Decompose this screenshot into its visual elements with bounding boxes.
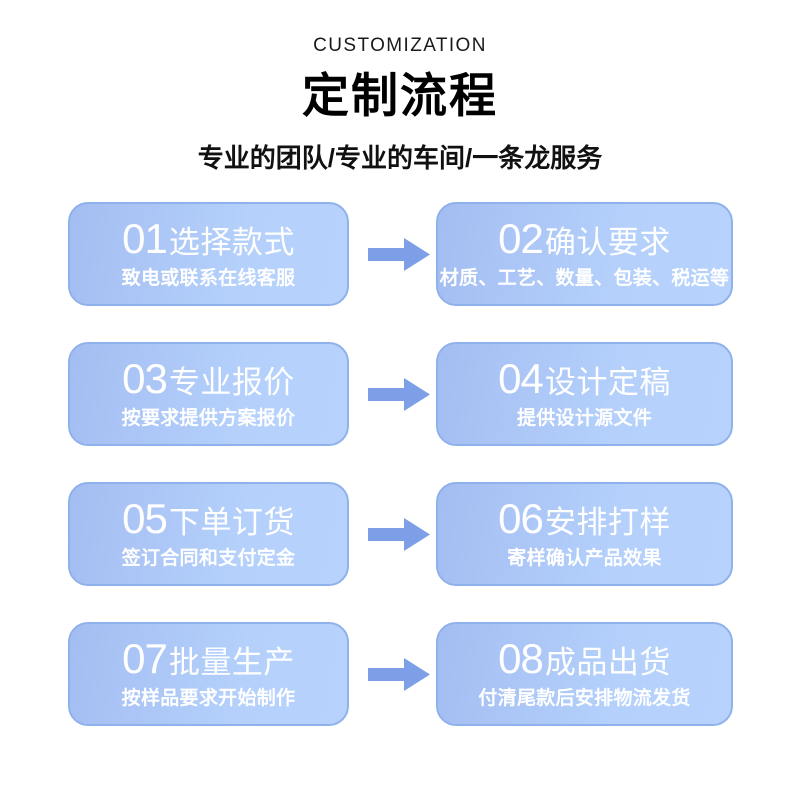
step-subtitle: 致电或联系在线客服	[121, 268, 296, 289]
arrow-right-icon	[368, 518, 430, 551]
step-title: 选择款式	[168, 225, 295, 260]
step-title: 设计定稿	[544, 365, 671, 400]
step-title: 批量生产	[168, 645, 295, 680]
step-row: 07 批量生产 按样品要求开始制作 08 成品出货 付清尾款后安排物流发货	[0, 622, 800, 726]
step-subtitle: 材质、工艺、数量、包装、税运等	[439, 268, 730, 289]
step-card-07[interactable]: 07 批量生产 按样品要求开始制作	[68, 622, 349, 726]
step-card-heading: 03 专业报价	[122, 358, 295, 400]
step-row: 05 下单订货 签订合同和支付定金 06 安排打样 寄样确认产品效果	[0, 482, 800, 586]
process-steps-grid: 01 选择款式 致电或联系在线客服 02 确认要求 材质、工艺、数量、包装、税运…	[0, 202, 800, 726]
step-card-05[interactable]: 05 下单订货 签订合同和支付定金	[68, 482, 349, 586]
step-card-heading: 02 确认要求	[498, 218, 671, 260]
step-subtitle: 提供设计源文件	[516, 408, 653, 429]
step-subtitle: 签订合同和支付定金	[121, 548, 296, 569]
step-subtitle: 寄样确认产品效果	[507, 548, 662, 569]
step-card-heading: 04 设计定稿	[498, 358, 671, 400]
step-title: 下单订货	[168, 505, 295, 540]
step-number: 06	[498, 495, 544, 542]
step-title: 成品出货	[544, 645, 671, 680]
step-card-03[interactable]: 03 专业报价 按要求提供方案报价	[68, 342, 349, 446]
step-row: 01 选择款式 致电或联系在线客服 02 确认要求 材质、工艺、数量、包装、税运…	[0, 202, 800, 306]
step-card-heading: 06 安排打样	[498, 498, 671, 540]
arrow-right-icon	[368, 378, 430, 411]
step-subtitle: 按样品要求开始制作	[121, 688, 296, 709]
arrow-right-icon	[368, 658, 430, 691]
step-number: 04	[498, 355, 544, 402]
step-card-heading: 07 批量生产	[122, 638, 295, 680]
page-title: 定制流程	[302, 68, 498, 122]
step-card-heading: 05 下单订货	[122, 498, 295, 540]
step-card-heading: 01 选择款式	[122, 218, 295, 260]
page-eyebrow: CUSTOMIZATION	[313, 35, 487, 56]
step-number: 02	[498, 215, 544, 262]
step-row: 03 专业报价 按要求提供方案报价 04 设计定稿 提供设计源文件	[0, 342, 800, 446]
step-subtitle: 付清尾款后安排物流发货	[478, 688, 691, 709]
step-number: 05	[122, 495, 168, 542]
step-title: 专业报价	[168, 365, 295, 400]
step-card-06[interactable]: 06 安排打样 寄样确认产品效果	[436, 482, 733, 586]
step-title: 安排打样	[544, 505, 671, 540]
step-card-01[interactable]: 01 选择款式 致电或联系在线客服	[68, 202, 349, 306]
page-subtitle: 专业的团队/专业的车间/一条龙服务	[197, 142, 603, 173]
step-card-08[interactable]: 08 成品出货 付清尾款后安排物流发货	[436, 622, 733, 726]
step-card-02[interactable]: 02 确认要求 材质、工艺、数量、包装、税运等	[436, 202, 733, 306]
step-number: 07	[122, 635, 168, 682]
step-title: 确认要求	[544, 225, 671, 260]
step-number: 01	[122, 215, 168, 262]
step-card-heading: 08 成品出货	[498, 638, 671, 680]
step-number: 03	[122, 355, 168, 402]
arrow-right-icon	[368, 238, 430, 271]
step-card-04[interactable]: 04 设计定稿 提供设计源文件	[436, 342, 733, 446]
page-header: CUSTOMIZATION 定制流程 专业的团队/专业的车间/一条龙服务	[0, 0, 800, 174]
step-number: 08	[498, 635, 544, 682]
step-subtitle: 按要求提供方案报价	[121, 408, 296, 429]
